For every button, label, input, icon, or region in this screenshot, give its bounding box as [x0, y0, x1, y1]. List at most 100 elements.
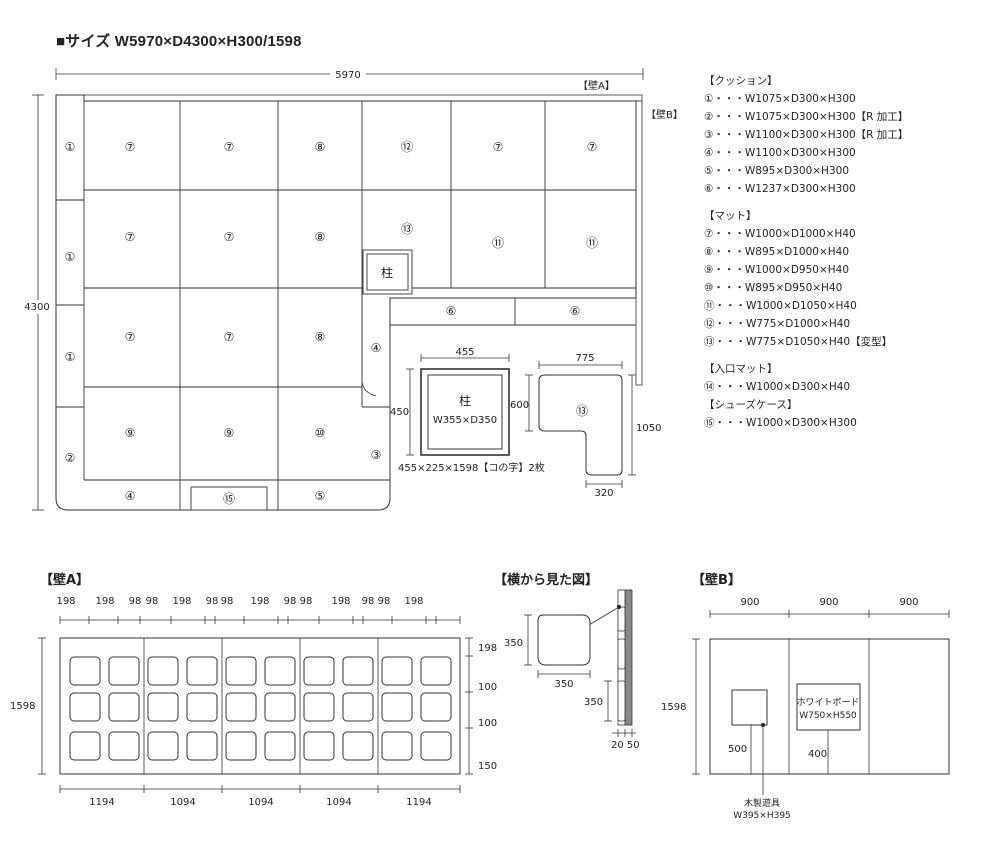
wall-a-bottom-dim: 1094 — [326, 797, 351, 808]
pillar-detail-label: 柱 — [459, 393, 471, 408]
cubby — [303, 692, 335, 722]
width-label: 5970 — [335, 70, 360, 81]
mat-label: ⑨ — [125, 426, 136, 440]
wall-a-bottom-dim: 1094 — [248, 797, 273, 808]
wall-b-top-dim: 900 — [819, 597, 838, 608]
cubby — [303, 656, 335, 686]
cubby — [420, 656, 452, 686]
legend-item: ⑨・・・W1000×D950×H40 — [704, 264, 849, 276]
odd-mat-bottom: 320 — [594, 488, 613, 499]
cubby — [69, 731, 101, 761]
cubby — [69, 656, 101, 686]
wall-a-right-dim: 100 — [478, 682, 497, 693]
cushion-label: ① — [65, 140, 76, 154]
legend: 【クッション】 ①・・・W1075×D300×H300 ②・・・W1075×D3… — [704, 72, 908, 432]
pillar-label: 柱 — [381, 265, 393, 280]
legend-entrance-title: 【入口マット】 — [704, 363, 778, 375]
cubby — [147, 692, 179, 722]
wall-a-top-dim: 198 — [172, 596, 191, 607]
mat-label: ⑧ — [315, 140, 326, 154]
wall-a-height: 1598 — [10, 701, 35, 712]
cubby — [186, 692, 218, 722]
cubby — [264, 656, 296, 686]
pillar-detail: 455 450 柱 W355×D350 455×225×1598【コの字】2枚 — [390, 347, 545, 474]
cubby — [225, 656, 257, 686]
wall-a-cubbies — [69, 638, 452, 774]
legend-mat-title: 【マット】 — [704, 210, 757, 222]
wall-a-top-dim: 198 — [331, 596, 350, 607]
odd-mat-detail: 775 600 ⑬ 1050 320 — [510, 353, 661, 499]
odd-mat-label: ⑬ — [576, 404, 588, 418]
cubby — [108, 692, 140, 722]
wall-a-top-dim: 98 — [378, 596, 391, 607]
wall-a-title: 【壁A】 — [40, 573, 90, 588]
wall-a-top-dim: 198 — [250, 596, 269, 607]
wall-a-top-dim: 198 — [95, 596, 114, 607]
wall-a-top-dim: 98 — [146, 596, 159, 607]
wall-b-title: 【壁B】 — [692, 573, 741, 588]
mat-label: ⑬ — [401, 222, 413, 236]
cubby — [342, 731, 374, 761]
wall-a-top-dim: 98 — [284, 596, 297, 607]
wall-a-top-dim: 98 — [206, 596, 219, 607]
legend-item: ④・・・W1100×D300×H300 — [704, 147, 856, 159]
odd-mat-right: 1050 — [636, 423, 661, 434]
floor-outline — [55, 94, 637, 511]
wall-a-top-dim: 198 — [404, 596, 423, 607]
cushion-label: ① — [65, 350, 76, 364]
cushion-label: ⑥ — [570, 304, 581, 318]
depth-label: 4300 — [24, 302, 49, 313]
cubby — [186, 731, 218, 761]
cubby — [420, 692, 452, 722]
wall-a-top-dim: 98 — [221, 596, 234, 607]
cushion-label: ③ — [371, 448, 382, 462]
wall-a-top-dim: 98 — [129, 596, 142, 607]
cushion-labels: ① ① ① ② ④ ③ ④ ⑮ ⑤ ⑥ ⑥ — [65, 140, 581, 506]
wall-b-top-dim: 900 — [740, 597, 759, 608]
whiteboard — [796, 683, 861, 731]
wall-a-height-dim — [38, 637, 46, 775]
cubby — [264, 692, 296, 722]
cushion-label: ⑮ — [223, 492, 235, 506]
pillar-height: 450 — [390, 407, 409, 418]
wall-a-right-dim: 100 — [478, 718, 497, 729]
wall-a-top-dim: 198 — [56, 596, 75, 607]
cushion-label: ① — [65, 250, 76, 264]
legend-item: ⑤・・・W895×D300×H300 — [704, 165, 849, 177]
wall-a-bottom-dims — [59, 785, 461, 793]
wall-b-top-dim: 900 — [899, 597, 918, 608]
side-dim-c: 350 — [584, 697, 603, 708]
wall-a-bottom-dim: 1194 — [406, 797, 431, 808]
mat-label: ⑦ — [493, 140, 504, 154]
mat-label: ⑩ — [315, 426, 326, 440]
cubby — [381, 692, 413, 722]
side-view-title: 【横から見た図】 — [494, 573, 599, 588]
legend-item: ⑩・・・W895×D950×H40 — [704, 282, 843, 294]
legend-item: ③・・・W1100×D300×H300【R 加工】 — [704, 129, 909, 141]
cubby — [225, 731, 257, 761]
mat-label: ⑦ — [224, 330, 235, 344]
toy-size: W395×H395 — [733, 811, 791, 821]
cubby — [381, 656, 413, 686]
mat-label: ⑦ — [125, 330, 136, 344]
side-dim-a: 350 — [504, 638, 523, 649]
cushion-label: ② — [65, 451, 76, 465]
legend-cushion-title: 【クッション】 — [704, 75, 778, 87]
cubby — [342, 692, 374, 722]
cubby — [264, 731, 296, 761]
wall-a-top-dim: 98 — [362, 596, 375, 607]
cushion-label: ④ — [371, 341, 382, 355]
side-dim-b: 350 — [554, 679, 573, 690]
wall-b-dim-500: 500 — [728, 744, 747, 755]
legend-item: ②・・・W1075×D300×H300【R 加工】 — [704, 111, 909, 123]
wall-a-right-dim: 150 — [478, 761, 497, 772]
mat-label: ⑦ — [125, 230, 136, 244]
odd-mat-left: 600 — [510, 400, 529, 411]
wall-a-top-dim: 98 — [300, 596, 313, 607]
mat-label: ⑨ — [224, 426, 235, 440]
mat-labels: ⑦ ⑦ ⑧ ⑫ ⑦ ⑦ ⑦ ⑦ ⑧ ⑬ ⑪ ⑪ ⑦ ⑦ ⑧ ⑨ ⑨ ⑩ — [125, 140, 598, 440]
wall-b-strip — [635, 100, 643, 386]
wall-a-label: 【壁A】 — [578, 79, 615, 92]
legend-item: ⑬・・・W775×D1050×H40【変型】 — [704, 336, 893, 348]
